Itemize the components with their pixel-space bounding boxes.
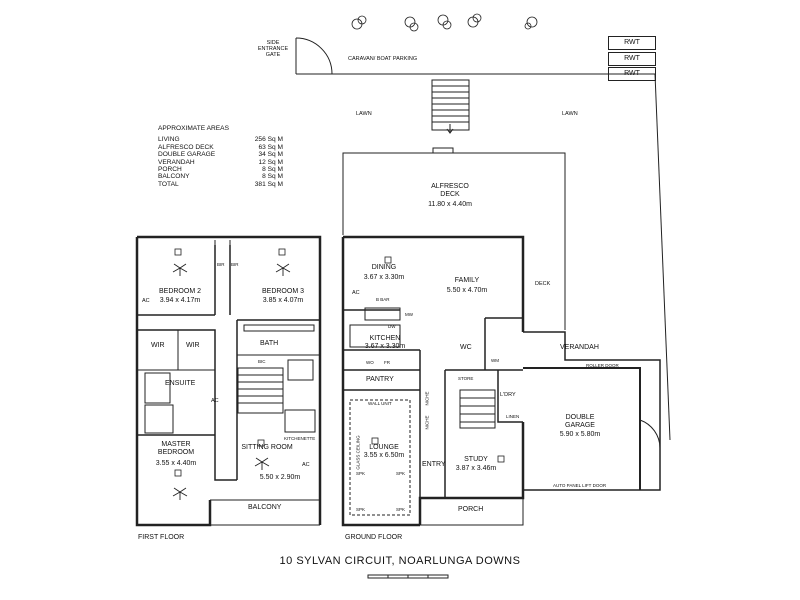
niche-label-1: NICHE: [424, 391, 430, 406]
dining-name: DINING: [371, 264, 397, 271]
wir-label-2: WIR: [186, 342, 200, 349]
balcony-label: BALCONY: [248, 504, 282, 511]
ac-label-ground: AC: [352, 290, 360, 296]
spk-label-1: SPK: [356, 471, 366, 476]
porch-label: PORCH: [458, 506, 484, 513]
auto-door-label: AUTO PANEL LIFT DOOR: [553, 483, 607, 488]
verandah-label: VERANDAH: [560, 344, 599, 351]
rwt-tank-3: RWT: [608, 67, 656, 81]
deck-label: DECK: [535, 281, 551, 287]
garage-dims: 5.90 x 5.80m: [559, 431, 601, 438]
dw-label: DW: [388, 324, 396, 329]
ac-label-3: AC: [211, 398, 219, 404]
wir-label-1: WIR: [151, 342, 165, 349]
master-bedroom-name: MASTER BEDROOM: [157, 441, 195, 456]
fr-label: FR: [384, 360, 390, 365]
alfresco-dims: 11.80 x 4.40m: [428, 201, 472, 208]
bath-label: BATH: [260, 340, 279, 347]
first-floor-label: FIRST FLOOR: [138, 534, 185, 541]
property-address-title: 10 SYLVAN CIRCUIT, NOARLUNGA DOWNS: [279, 555, 521, 567]
ground-floor-label: GROUND FLOOR: [345, 534, 403, 541]
kitchen-name: KITCHEN: [369, 335, 401, 342]
spk-label-2: SPK: [396, 471, 406, 476]
areas-heading: APPROXIMATE AREAS: [158, 125, 229, 132]
tree-icons: [351, 13, 538, 32]
wo-label: WO: [366, 360, 374, 365]
bir-label-1: BIR: [217, 262, 225, 267]
study-dims: 3.87 x 3.46m: [455, 465, 497, 472]
garage-name: DOUBLE GARAGE: [565, 414, 595, 429]
bedroom2-dims: 3.94 x 4.17m: [159, 297, 201, 304]
pantry-label: PANTRY: [366, 376, 394, 383]
kitchen-dims: 3.67 x 3.30m: [364, 343, 406, 350]
bic-label: BIC: [258, 359, 266, 364]
master-bedroom-dims: 3.55 x 4.40m: [155, 460, 197, 467]
lounge-dims: 3.55 x 6.50m: [363, 452, 405, 459]
bir-label-2: BIR: [231, 262, 239, 267]
ceiling-fan-icons: [172, 263, 291, 500]
rwt-tank-1: RWT: [608, 36, 656, 50]
sitting-room-name: SITTING ROOM: [241, 444, 293, 451]
family-name: FAMILY: [454, 277, 480, 284]
spk-label-3: SPK: [356, 507, 366, 512]
study-name: STUDY: [464, 456, 488, 463]
wc-label: WC: [460, 344, 472, 351]
dining-dims: 3.67 x 3.30m: [363, 274, 405, 281]
entry-label: ENTRY: [422, 461, 446, 468]
lawn-right-label: LAWN: [562, 111, 578, 117]
ensuite-label: ENSUITE: [165, 380, 196, 387]
family-dims: 5.50 x 4.70m: [446, 287, 488, 294]
wm-label: WM: [491, 358, 499, 363]
light-icons: [174, 248, 505, 477]
kitchenette-label: KITCHENETTE: [284, 436, 316, 441]
laundry-label: L'DRY: [500, 392, 516, 398]
wall-unit-label: WALL UNIT: [368, 401, 392, 406]
bedroom2-name: BEDROOM 2: [158, 288, 201, 295]
ac-label-2: AC: [302, 462, 310, 468]
side-gate-label: SIDE ENTRANCE GATE: [257, 40, 289, 58]
mw-label: MW: [405, 312, 413, 317]
alfresco-name: ALFRESCO DECK: [431, 183, 469, 198]
ac-label-1: AC: [142, 298, 150, 304]
linen-label: LINEN: [506, 414, 520, 419]
bedroom3-dims: 3.85 x 4.07m: [262, 297, 304, 304]
lawn-left-label: LAWN: [356, 111, 372, 117]
store-label: STORE: [458, 376, 474, 381]
sitting-room-dims: 5.50 x 2.90m: [259, 474, 301, 481]
lounge-name: LOUNGE: [369, 444, 399, 451]
rwt-tank-2: RWT: [608, 52, 656, 66]
caravan-parking-label: CARAVAN/ BOAT PARKING: [348, 56, 418, 62]
spk-label-4: SPK: [396, 507, 406, 512]
bedroom3-name: BEDROOM 3: [261, 288, 304, 295]
roller-door-label: ROLLER DOOR: [586, 363, 619, 368]
bbar-label: B BAR: [376, 297, 390, 302]
niche-label-2: NICHE: [424, 415, 430, 430]
